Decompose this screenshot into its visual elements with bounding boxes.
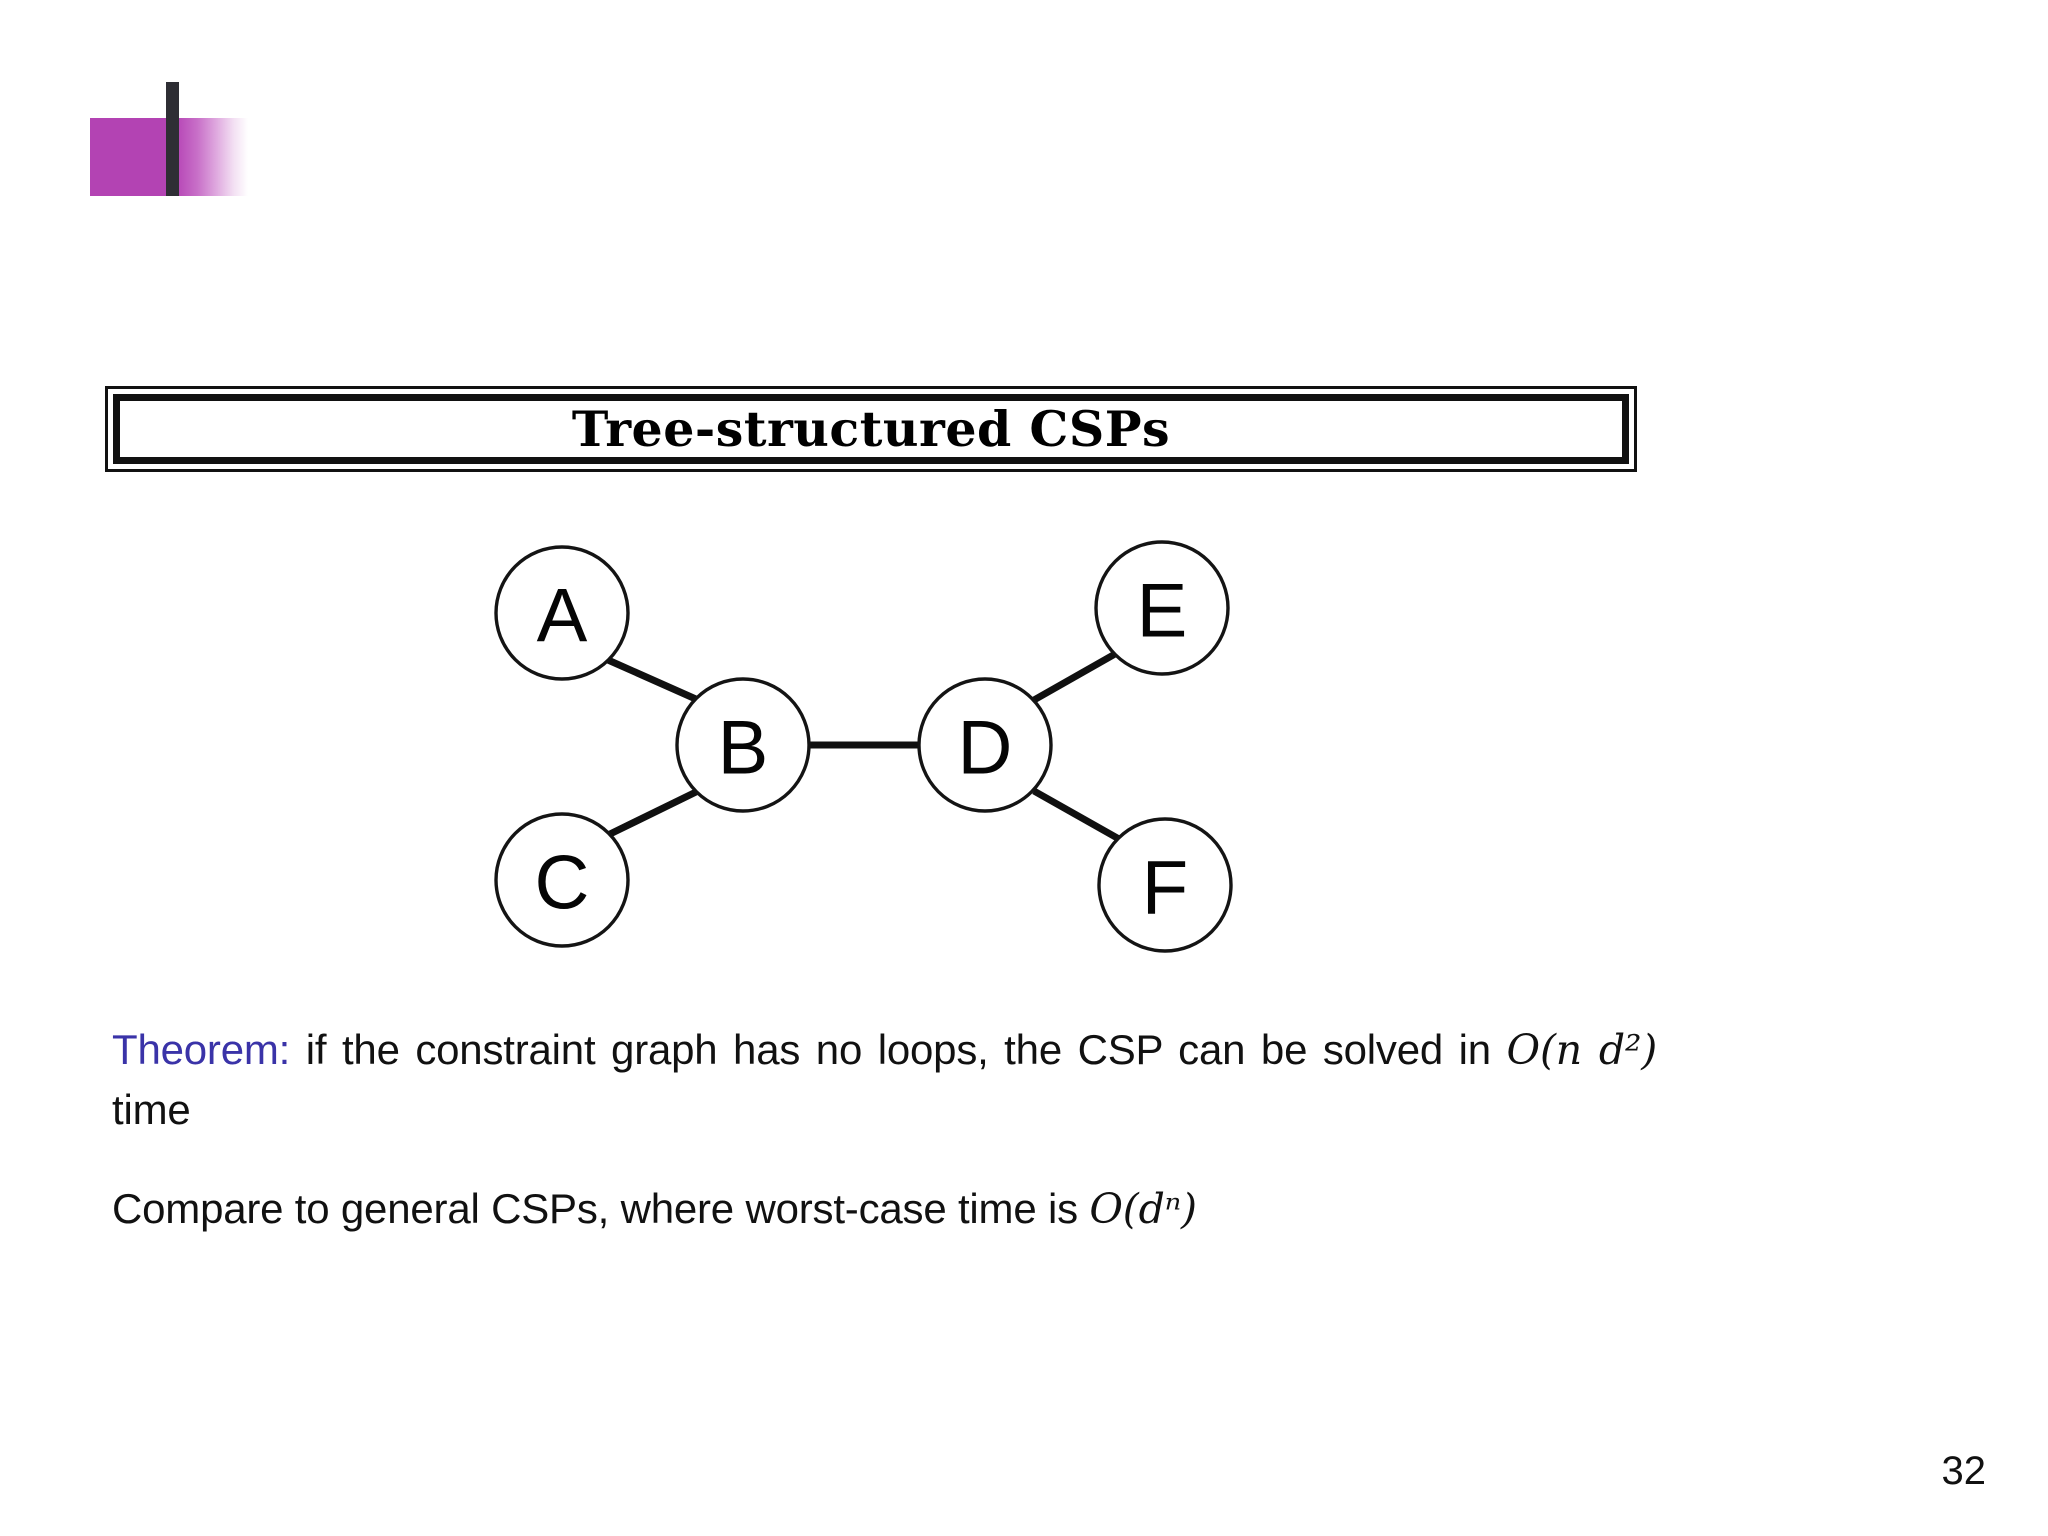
compare-complexity: O(dⁿ) (1089, 1184, 1197, 1233)
compare-paragraph: Compare to general CSPs, where worst-cas… (112, 1179, 1672, 1239)
graph-node-a: A (494, 545, 630, 681)
theorem-body-text: if the constraint graph has no loops, th… (290, 1026, 1507, 1073)
node-circle-f (1097, 817, 1233, 953)
node-label-a: A (537, 574, 588, 659)
dark-tick-mark-icon (166, 82, 179, 196)
graph-edges (606, 650, 1121, 843)
theorem-paragraph: Theorem: if the constraint graph has no … (112, 1020, 1657, 1141)
page-number: 32 (1941, 1449, 1987, 1493)
theorem-complexity: O(n d²) (1506, 1026, 1658, 1074)
graph-nodes: A B C D E (494, 540, 1233, 953)
slide-body: Theorem: if the constraint graph has no … (112, 1020, 1672, 1239)
node-label-f: F (1142, 846, 1188, 931)
node-label-e: E (1137, 569, 1188, 654)
node-circle-a (494, 545, 630, 681)
graph-node-b: B (675, 677, 811, 813)
edge-c-b (606, 787, 700, 839)
node-circle-b (675, 677, 811, 813)
page-title: Tree-structured CSPs (571, 400, 1171, 458)
theorem-suffix: time (112, 1086, 191, 1134)
edge-d-e (1032, 650, 1117, 704)
theorem-label: Theorem: (112, 1026, 291, 1073)
compare-body-text: Compare to general CSPs, where worst-cas… (112, 1184, 1090, 1232)
edge-d-f (1032, 787, 1121, 843)
constraint-graph-diagram: A B C D E (440, 520, 1270, 980)
edge-a-b (606, 656, 700, 704)
node-circle-c (494, 812, 630, 948)
node-circle-d (917, 677, 1053, 813)
graph-node-e: E (1094, 540, 1230, 676)
slide-decoration (90, 82, 248, 196)
graph-node-c: C (494, 812, 630, 948)
graph-node-d: D (917, 677, 1053, 813)
graph-node-f: F (1097, 817, 1233, 953)
node-label-c: C (535, 841, 590, 926)
node-circle-e (1094, 540, 1230, 676)
title-frame-inner: Tree-structured CSPs (113, 394, 1629, 464)
node-label-d: D (958, 706, 1013, 791)
title-frame: Tree-structured CSPs (105, 386, 1637, 472)
node-label-b: B (718, 706, 769, 791)
